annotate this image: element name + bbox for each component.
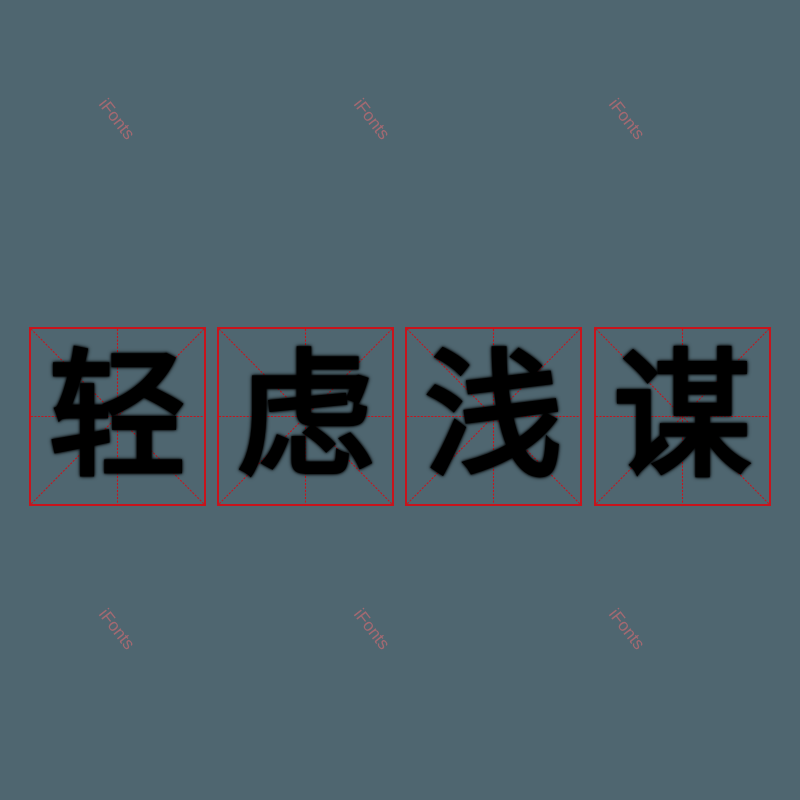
phrase-character: 虑 (236, 335, 375, 497)
mi-grid-lines (596, 329, 769, 504)
watermark: iFonts (350, 95, 394, 144)
mi-grid-lines (407, 329, 580, 504)
phrase-character: 浅 (424, 335, 563, 497)
character-grid-box: 轻 (29, 327, 206, 506)
watermark: iFonts (95, 605, 139, 654)
character-grid-box: 谋 (594, 327, 771, 506)
character-grid-box: 虑 (217, 327, 394, 506)
mi-grid-lines (31, 329, 204, 504)
character-grid-box: 浅 (405, 327, 582, 506)
watermark: iFonts (605, 605, 649, 654)
mi-grid-lines (219, 329, 392, 504)
phrase-character: 谋 (613, 335, 752, 497)
phrase-character: 轻 (48, 335, 187, 497)
watermark: iFonts (605, 95, 649, 144)
watermark: iFonts (350, 605, 394, 654)
watermark: iFonts (95, 95, 139, 144)
